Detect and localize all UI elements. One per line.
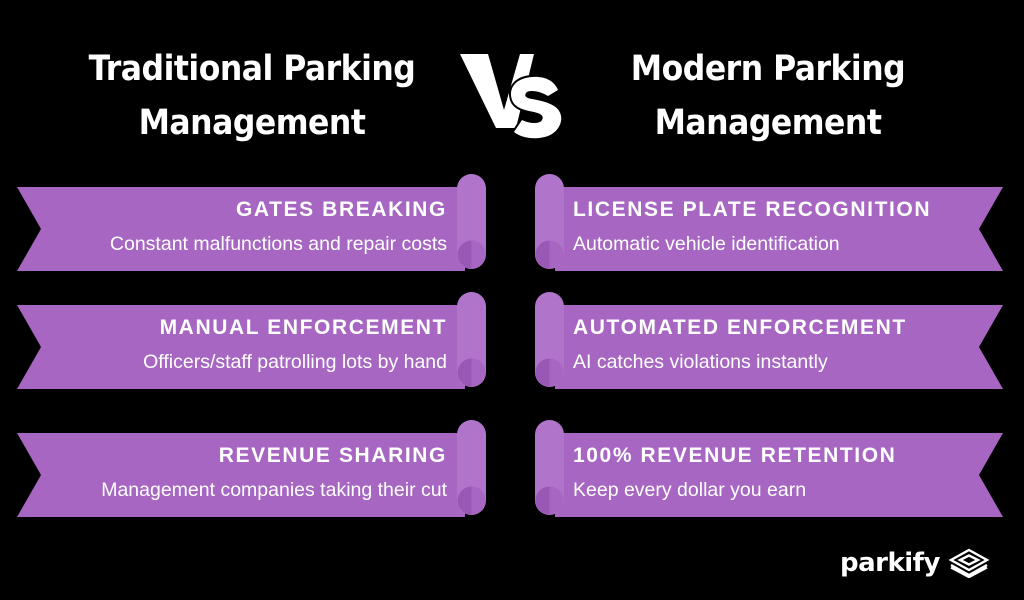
traditional-item: GATES BREAKING Constant malfunctions and… — [17, 174, 487, 271]
ribbon-right-shape — [535, 174, 1003, 271]
modern-heading-line1: Modern Parking — [630, 49, 906, 89]
traditional-heading-line1: Traditional Parking — [88, 49, 416, 89]
vs-icon — [460, 54, 564, 140]
traditional-item-desc: Management companies taking their cut — [101, 479, 447, 501]
traditional-item-desc: Constant malfunctions and repair costs — [109, 233, 447, 255]
modern-item-desc: AI catches violations instantly — [573, 351, 828, 373]
modern-heading: Modern Parking Management — [558, 42, 978, 150]
traditional-item: MANUAL ENFORCEMENT Officers/staff patrol… — [17, 292, 487, 389]
modern-item-desc: Keep every dollar you earn — [573, 479, 807, 501]
stacked-layers-icon — [948, 548, 990, 578]
modern-item-title: AUTOMATED ENFORCEMENT — [573, 316, 907, 339]
traditional-heading-line2: Management — [138, 103, 366, 143]
brand-name: parkify — [840, 548, 940, 578]
ribbon-left-shape — [17, 174, 486, 271]
modern-item-title: LICENSE PLATE RECOGNITION — [573, 198, 932, 221]
modern-item-title: 100% REVENUE RETENTION — [573, 444, 897, 467]
traditional-item: REVENUE SHARING Management companies tak… — [17, 420, 487, 517]
modern-item: 100% REVENUE RETENTION Keep every dollar… — [535, 420, 1005, 517]
modern-item-desc: Automatic vehicle identification — [573, 233, 840, 255]
modern-heading-line2: Management — [654, 103, 882, 143]
traditional-item-title: GATES BREAKING — [235, 198, 447, 221]
ribbon-left-shape — [17, 292, 486, 389]
modern-item: AUTOMATED ENFORCEMENT AI catches violati… — [535, 292, 1005, 389]
ribbon-right-shape — [535, 292, 1003, 389]
modern-item: LICENSE PLATE RECOGNITION Automatic vehi… — [535, 174, 1005, 271]
traditional-item-desc: Officers/staff patrolling lots by hand — [143, 351, 447, 373]
ribbon-right-shape — [535, 420, 1003, 517]
ribbon-left-shape — [17, 420, 486, 517]
traditional-heading: Traditional Parking Management — [42, 42, 462, 150]
brand-logo: parkify — [840, 548, 990, 578]
traditional-item-title: MANUAL ENFORCEMENT — [159, 316, 447, 339]
traditional-item-title: REVENUE SHARING — [218, 444, 447, 467]
